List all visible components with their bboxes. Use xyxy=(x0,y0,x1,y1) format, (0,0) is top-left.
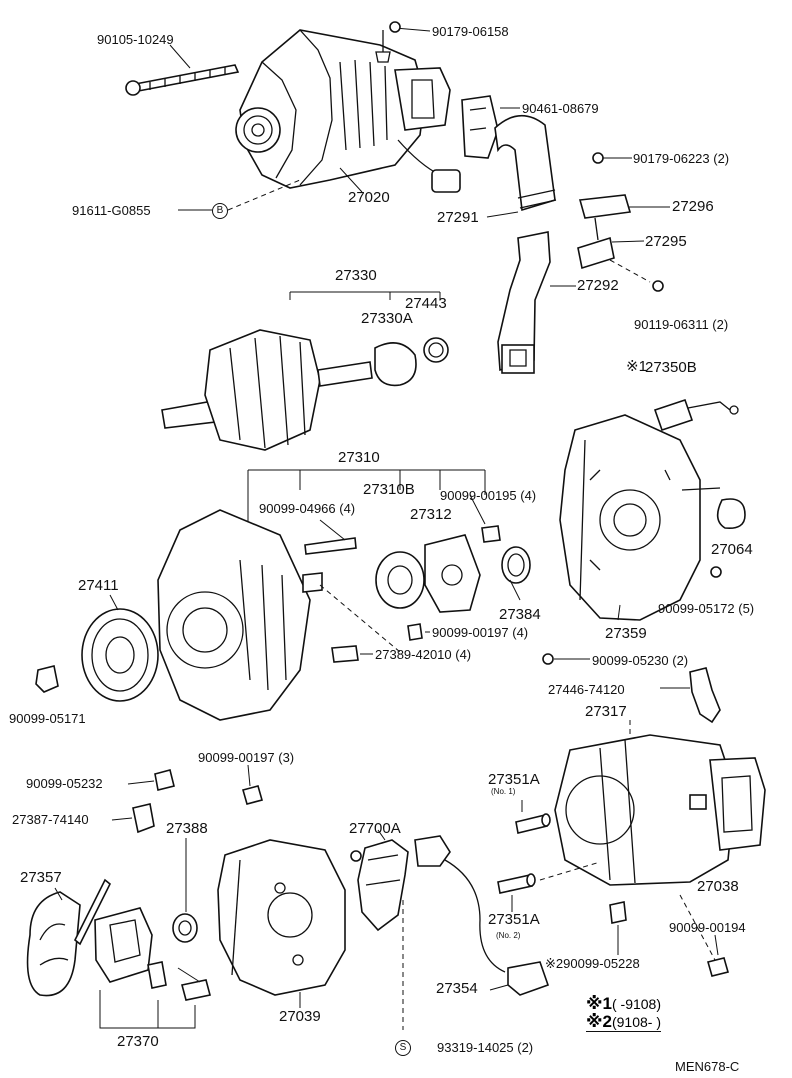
part-label-p33: 27351A xyxy=(488,771,540,788)
part-label-p12: 27330 xyxy=(335,267,377,284)
part-label-p28: 90099-05230 (2) xyxy=(592,653,689,668)
part-label-p23: 27384 xyxy=(499,606,541,623)
part-label-p49: MEN678-C xyxy=(675,1059,740,1074)
part-label-p32: 90099-00197 (3) xyxy=(198,750,295,765)
rear-cover-27317 xyxy=(554,734,766,886)
part-label-p42: (No. 2) xyxy=(496,931,521,940)
part-label-p24: 90099-05172 (5) xyxy=(658,601,755,616)
part-label-p31: 90099-05171 xyxy=(9,711,86,726)
rear-frame-27039 xyxy=(217,839,346,1008)
bracket-27295-27296 xyxy=(577,194,632,270)
legend-text-1: ( -9108) xyxy=(611,996,662,1012)
part-label-p30: 27317 xyxy=(585,703,627,720)
part-label-p43: 90099-00194 xyxy=(669,920,746,935)
part-label-p46: 27039 xyxy=(279,1008,321,1025)
part-label-p1: 90105-10249 xyxy=(97,32,174,47)
part-label-p9: 27295 xyxy=(645,233,687,250)
part-label-p6: 27020 xyxy=(348,189,390,206)
part-label-p16: 27310 xyxy=(338,449,380,466)
part-label-p18: 90099-00195 (4) xyxy=(440,488,537,503)
legend-mark-1: ※1 xyxy=(586,994,612,1013)
part-label-p20: 27312 xyxy=(410,506,452,523)
part-label-p5: 91611-G0855 xyxy=(72,203,151,218)
part-label-p21: 27064 xyxy=(711,541,753,558)
part-label-p40: 27038 xyxy=(697,878,739,895)
part-label-p47: 27370 xyxy=(117,1033,159,1050)
part-label-p26: 27359 xyxy=(605,625,647,642)
screw-90099-00194 xyxy=(679,894,729,977)
part-label-p10: 27292 xyxy=(577,277,619,294)
mid-fasteners xyxy=(319,494,621,665)
part-label-p34: (No. 1) xyxy=(491,787,516,796)
pulley-27411 xyxy=(35,594,159,702)
part-label-p41: 27351A xyxy=(488,911,540,928)
part-label-p17: 27310B xyxy=(363,481,415,498)
part-label-p36: 27387-74140 xyxy=(12,812,89,827)
part-label-p22: 27411 xyxy=(78,577,119,594)
part-label-p7: 27291 xyxy=(437,209,479,226)
part-label-p27: 27389-42010 (4) xyxy=(375,647,472,662)
part-label-p38: 27700A xyxy=(349,820,401,837)
bushings-27351A xyxy=(497,800,627,955)
circle-b-marker: B xyxy=(212,203,228,219)
part-label-p14: 27330A xyxy=(361,310,413,327)
legend-text-2: (9108- ) xyxy=(611,1014,662,1030)
circle-s-marker: S xyxy=(395,1040,411,1056)
part-label-p3: 90461-08679 xyxy=(522,101,599,116)
brush-holder-27350B xyxy=(653,398,739,432)
drive-end-frame-27310 xyxy=(157,469,486,721)
part-label-p19: 90099-04966 (4) xyxy=(259,501,356,516)
left-bottom-fasteners xyxy=(111,764,263,943)
part-label-p11: 90119-06311 (2) xyxy=(634,317,729,332)
legend: ※1( -9108) ※2(9108- ) xyxy=(586,995,662,1032)
star1-marker: ※1 xyxy=(626,358,647,375)
part-label-p37: 27388 xyxy=(166,820,208,837)
part-label-p45: 27354 xyxy=(436,980,478,997)
part-label-p35: 90099-05232 xyxy=(26,776,103,791)
part-label-p25: 90099-00197 (4) xyxy=(432,625,529,640)
part-label-p29: 27446-74120 xyxy=(548,682,625,697)
part-label-p48: 93319-14025 (2) xyxy=(437,1040,534,1055)
brush-holder-27357 xyxy=(26,878,211,1029)
bearing-plate-seal xyxy=(375,525,531,613)
part-label-p13: 27443 xyxy=(405,295,447,312)
rear-frame-27359 xyxy=(559,414,746,621)
legend-row-1: ※1( -9108) xyxy=(586,995,661,1013)
part-label-p39: 27357 xyxy=(20,869,62,886)
part-label-p15: 27350B xyxy=(645,359,697,376)
bracket-27446 xyxy=(629,667,721,735)
rotor-27330 xyxy=(161,291,449,451)
part-label-p8: 27296 xyxy=(672,198,714,215)
part-label-p2: 90179-06158 xyxy=(432,24,509,39)
part-label-p4: 90179-06223 (2) xyxy=(633,151,730,166)
alternator-assembly-27020 xyxy=(125,29,461,193)
legend-mark-2: ※2 xyxy=(586,1012,612,1031)
leader-lines-top xyxy=(169,21,670,292)
part-label-p44: ※290099-05228 xyxy=(545,956,640,971)
regulator-27700A xyxy=(350,829,550,1030)
air-duct-parts xyxy=(461,95,557,374)
legend-row-2: ※2(9108- ) xyxy=(586,1012,662,1032)
